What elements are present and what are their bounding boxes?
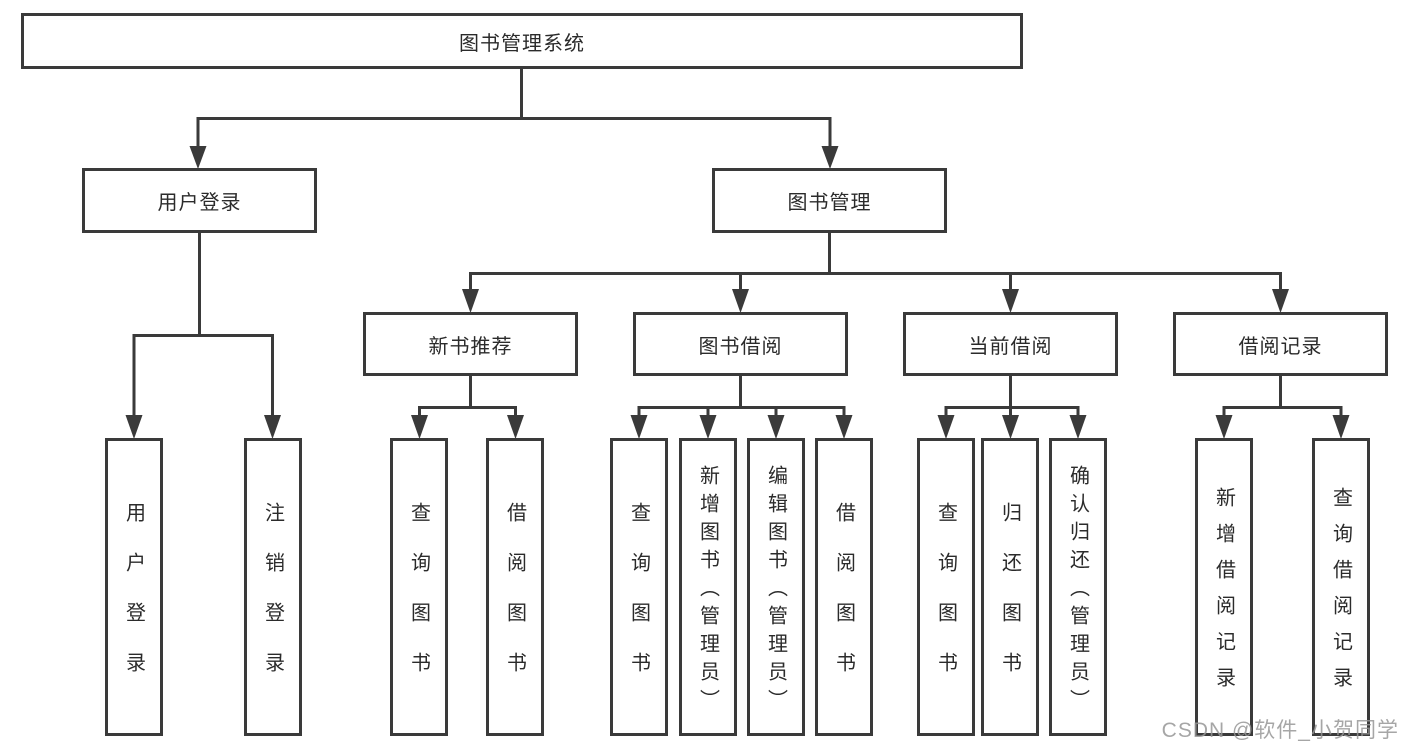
node-book-management: 图书管理 xyxy=(712,168,947,233)
leaf-add-book-admin: 新增图书（管理员） xyxy=(679,438,737,736)
leaf-label: 借阅图书 xyxy=(503,502,526,702)
leaf-return-book: 归还图书 xyxy=(981,438,1039,736)
node-library-management-system: 图书管理系统 xyxy=(21,13,1023,69)
leaf-label: 借阅图书 xyxy=(832,502,855,702)
node-book-borrow: 图书借阅 xyxy=(633,312,848,376)
node-label: 借阅记录 xyxy=(1238,335,1323,358)
leaf-logout-login: 注销登录 xyxy=(244,438,302,736)
leaf-confirm-return-admin: 确认归还（管理员） xyxy=(1049,438,1107,736)
leaf-add-borrow-record: 新增借阅记录 xyxy=(1195,438,1253,736)
leaf-label: 新增图书（管理员） xyxy=(696,465,719,717)
leaf-user-login: 用户登录 xyxy=(105,438,163,736)
leaf-label: 编辑图书（管理员） xyxy=(764,465,787,717)
csdn-watermark: CSDN @软件_小贺同学 xyxy=(1161,719,1399,742)
leaf-label: 注销登录 xyxy=(261,502,284,702)
leaf-label: 查询图书 xyxy=(627,502,650,702)
leaf-edit-book-admin: 编辑图书（管理员） xyxy=(747,438,805,736)
node-new-book-recommend: 新书推荐 xyxy=(363,312,578,376)
node-borrow-records: 借阅记录 xyxy=(1173,312,1388,376)
node-label: 图书管理 xyxy=(787,192,872,214)
node-label: 图书借阅 xyxy=(698,335,783,358)
leaf-query-book-recommend: 查询图书 xyxy=(390,438,448,736)
leaf-query-book-borrow: 查询图书 xyxy=(610,438,668,736)
leaf-label: 归还图书 xyxy=(998,502,1021,702)
leaf-label: 确认归还（管理员） xyxy=(1066,465,1089,717)
leaf-label: 新增借阅记录 xyxy=(1212,487,1235,703)
node-current-borrow: 当前借阅 xyxy=(903,312,1118,376)
leaf-label: 用户登录 xyxy=(122,502,145,702)
leaf-query-borrow-record: 查询借阅记录 xyxy=(1312,438,1370,736)
node-label: 新书推荐 xyxy=(428,335,513,358)
node-label: 用户登录 xyxy=(157,192,242,214)
node-label: 当前借阅 xyxy=(968,335,1053,358)
leaf-label: 查询图书 xyxy=(934,502,957,702)
leaf-label: 查询图书 xyxy=(407,502,430,702)
node-user-login: 用户登录 xyxy=(82,168,317,233)
node-label: 图书管理系统 xyxy=(459,32,585,55)
leaf-query-book-current: 查询图书 xyxy=(917,438,975,736)
leaf-borrow-book-recommend: 借阅图书 xyxy=(486,438,544,736)
leaf-label: 查询借阅记录 xyxy=(1329,487,1352,703)
leaf-borrow-book: 借阅图书 xyxy=(815,438,873,736)
